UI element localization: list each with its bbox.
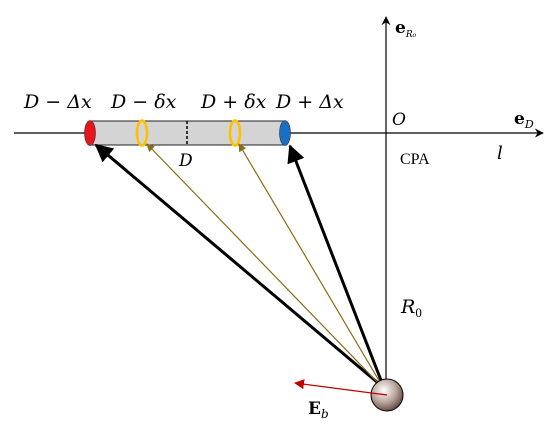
label-e-d: eD bbox=[514, 109, 534, 131]
inner-cap-right bbox=[228, 119, 242, 147]
label-d-plus-delta-x: D + δx bbox=[200, 91, 267, 113]
label-d-plus-Delta-x: D + Δx bbox=[275, 91, 344, 113]
vector-to-far-end bbox=[94, 143, 385, 390]
label-e-b: Eb bbox=[308, 399, 329, 421]
label-d-center: D bbox=[178, 151, 193, 171]
label-l-axis: l bbox=[497, 143, 503, 164]
label-r0: R0 bbox=[400, 296, 422, 320]
label-origin: O bbox=[392, 110, 406, 130]
vector-to-near-end bbox=[287, 144, 386, 389]
vector-to-inner-left bbox=[146, 143, 385, 390]
label-d-minus-Delta-x: D − Δx bbox=[23, 91, 92, 113]
near-end-cap bbox=[279, 120, 291, 146]
vector-to-inner-right bbox=[238, 143, 385, 390]
label-d-minus-delta-x: D − δx bbox=[110, 91, 177, 113]
label-cpa: CPA bbox=[400, 151, 430, 168]
field-vector-eb bbox=[294, 379, 388, 396]
far-end-cap bbox=[84, 120, 96, 146]
inner-cap-left bbox=[135, 119, 149, 147]
label-e-r0: eR₀ bbox=[395, 18, 417, 40]
